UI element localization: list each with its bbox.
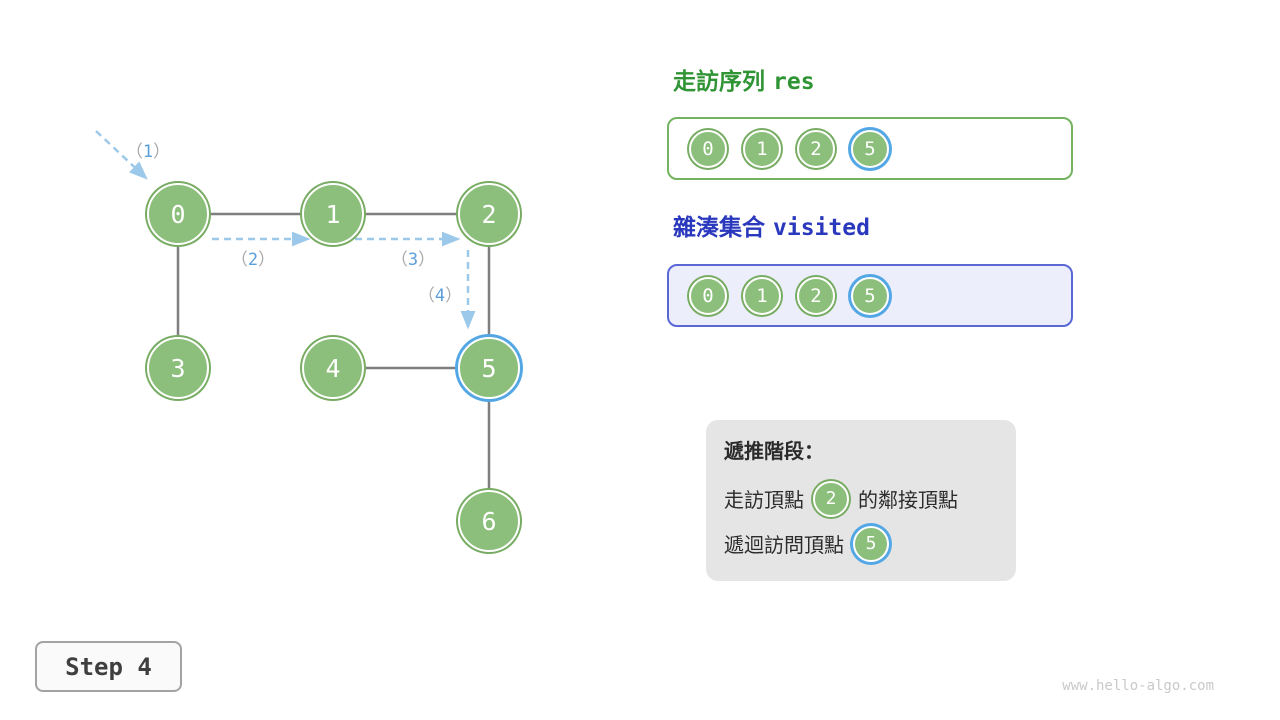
visited-set-box: 0 1 2 5 [667,264,1073,327]
res-item-label: 2 [810,137,822,160]
arrow-step-number: 2 [247,250,259,270]
info-line-recursive-visit: 遞迴訪問頂點 5 [724,521,998,566]
paren: ） [153,142,171,162]
graph-node-4: 4 [302,337,364,399]
info-node-2: 2 [813,480,849,517]
watermark: www.hello-algo.com [1062,678,1214,694]
visited-item-2: 2 [797,276,835,315]
info-node-label: 5 [865,533,877,554]
res-title-code: res [773,69,815,95]
graph-node-0: 0 [147,183,209,245]
paren: ） [258,250,276,270]
visited-item-label: 1 [756,284,768,307]
res-item-label: 1 [756,137,768,160]
visited-item-label: 2 [810,284,822,307]
graph-node-label: 4 [325,353,341,383]
graph-node-1: 1 [302,183,364,245]
paren: （ [417,286,435,306]
info-line2-prefix: 遞迴訪問頂點 [724,535,844,557]
graph-node-3: 3 [147,337,209,399]
info-line-visit-neighbors: 走訪頂點 2 的鄰接頂點 [724,476,998,521]
visited-panel-title: 雜湊集合 visited [673,208,870,242]
arrow-step-number: 3 [407,250,419,270]
res-panel-title: 走訪序列 res [673,62,815,96]
graph-node-label: 0 [170,199,186,229]
res-item-1: 1 [743,129,781,168]
graph-node-label: 6 [481,506,497,536]
info-node-5: 5 [853,525,889,562]
paren: ） [418,250,436,270]
visited-item-0: 0 [689,276,727,315]
recursion-stage-title: 遞推階段： [724,441,824,463]
arrow-label-4: （4） [408,281,472,306]
graph-node-5: 5 [458,337,520,399]
res-list-box: 0 1 2 5 [667,117,1073,180]
recursion-stage-box: 遞推階段： 走訪頂點 2 的鄰接頂點 遞迴訪問頂點 5 [706,420,1016,581]
info-node-label: 2 [825,488,837,509]
graph-node-label: 2 [481,199,497,229]
visited-item-1: 1 [743,276,781,315]
graph-node-2: 2 [458,183,520,245]
visited-title-code: visited [773,215,870,241]
arrow-label-2: （2） [221,245,285,270]
res-item-label: 0 [702,137,714,160]
res-title-text: 走訪序列 [673,68,765,94]
paren: （ [125,142,143,162]
visited-title-text: 雜湊集合 [673,214,765,240]
arrow-step-number: 4 [434,286,446,306]
arrow-step-number: 1 [142,142,154,162]
paren: ） [445,286,463,306]
graph-node-6: 6 [458,490,520,552]
res-item-3: 5 [851,129,889,168]
info-line1-prefix: 走訪頂點 [724,490,804,512]
graph-node-label: 1 [325,199,341,229]
paren: （ [230,250,248,270]
step-label: Step 4 [65,652,152,681]
res-item-0: 0 [689,129,727,168]
info-line1-suffix: 的鄰接頂點 [858,490,958,512]
res-item-label: 5 [864,137,876,160]
visited-item-label: 5 [864,284,876,307]
arrow-label-1: （1） [116,137,180,162]
arrow-label-3: （3） [381,245,445,270]
graph-node-label: 3 [170,353,186,383]
step-indicator: Step 4 [35,641,182,692]
paren: （ [390,250,408,270]
visited-item-3: 5 [851,276,889,315]
visited-item-label: 0 [702,284,714,307]
res-item-2: 2 [797,129,835,168]
graph-node-label: 5 [481,353,497,383]
